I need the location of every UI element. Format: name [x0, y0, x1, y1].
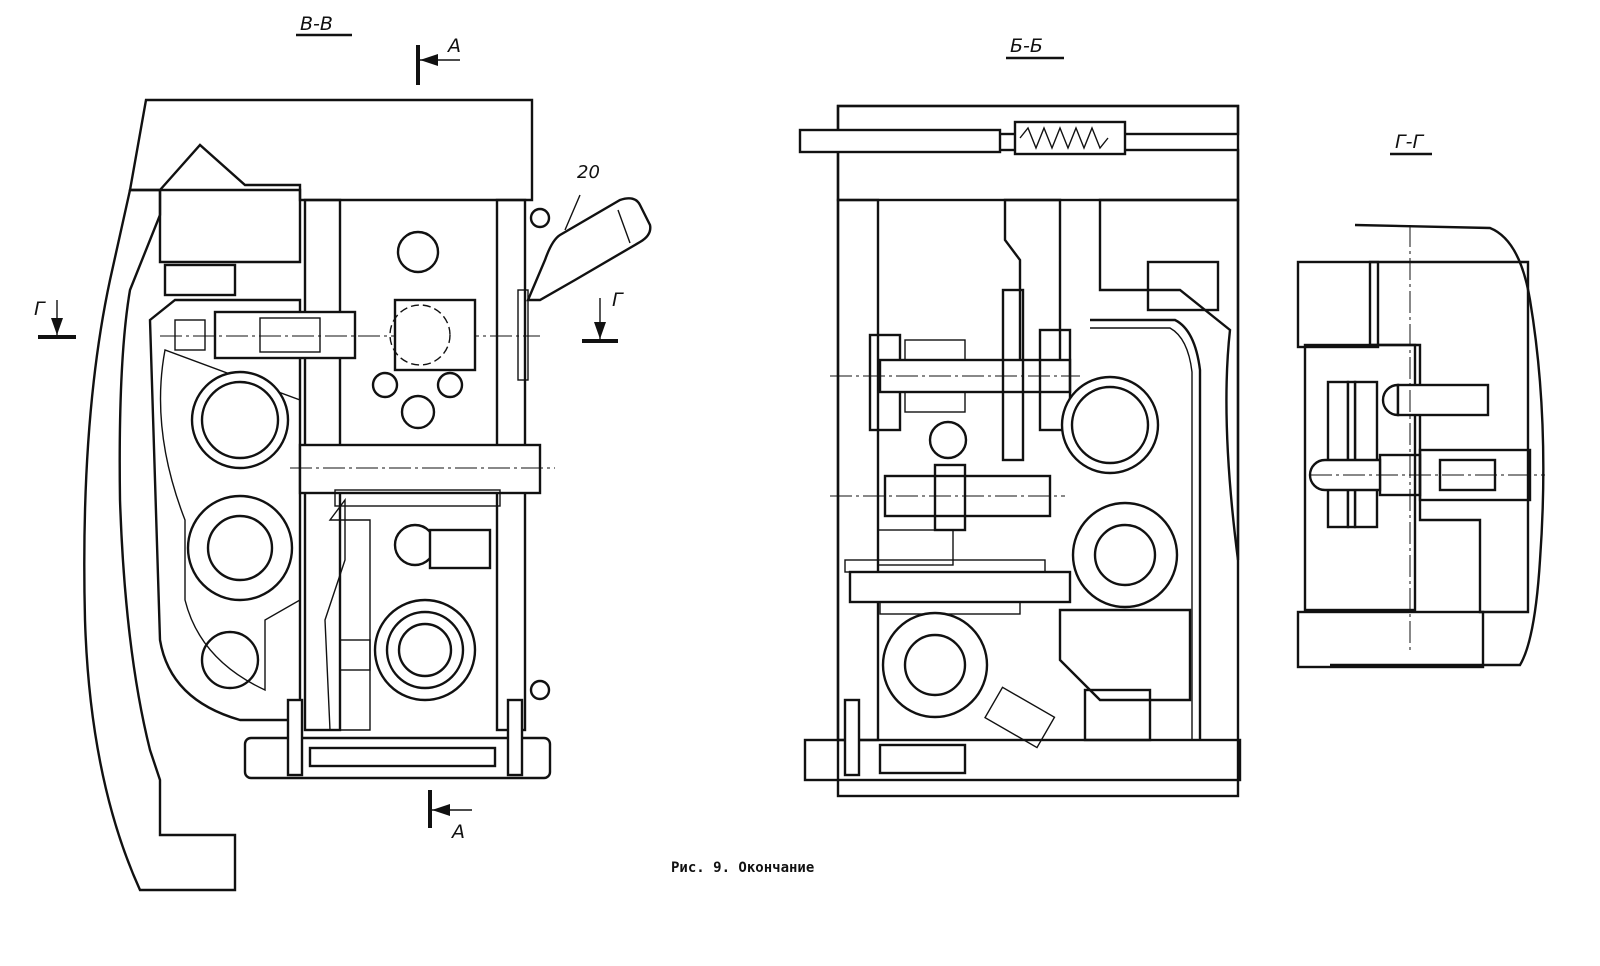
cross-bolt [298, 443, 542, 495]
pivot-pin [396, 230, 440, 274]
table-outline [128, 98, 534, 202]
left-block-bottom [1296, 610, 1485, 669]
screw-head [529, 207, 551, 229]
small-bearing [928, 420, 968, 460]
callout-leader [564, 194, 581, 231]
arrow-head [594, 322, 606, 339]
arrow-head [51, 318, 63, 335]
base-bolt-left [286, 698, 304, 777]
handle-knob-line [617, 209, 631, 244]
lower-gear-shaft [903, 633, 967, 697]
screw-sleeve [259, 317, 321, 353]
shaft-3 [200, 630, 260, 690]
ball-joint [389, 304, 451, 366]
base-bolt-right [506, 698, 524, 777]
cam-plate [324, 497, 371, 731]
lower-gear-ring [881, 611, 989, 719]
view-title-v-v: В-В [300, 13, 333, 35]
bracket [1368, 260, 1530, 614]
outer-contour [1330, 223, 1545, 667]
left-block-top [1296, 260, 1380, 349]
small-key [339, 639, 371, 671]
arrow-head [432, 804, 450, 816]
base-recess [308, 746, 497, 768]
spring [1019, 126, 1109, 150]
cover-frame [1303, 343, 1417, 612]
stop-block [1083, 688, 1152, 742]
base-plate [243, 736, 552, 780]
shaft-1 [200, 380, 280, 460]
callout-20: 20 [577, 162, 600, 183]
friction-pad [517, 289, 529, 381]
bevel-gear [1001, 288, 1025, 462]
bearing-ring-2 [186, 494, 294, 602]
view-g-g: Г-Г [1296, 131, 1545, 669]
bearing-ring-1 [190, 370, 290, 470]
right-gear-1-ring [1060, 375, 1160, 475]
housing-wall-left [83, 188, 237, 892]
lower-housing [1058, 608, 1192, 702]
screw-head [529, 679, 551, 701]
clamp-plate-left [1326, 380, 1350, 529]
bolt-plate [334, 489, 501, 507]
base-bolt [843, 698, 861, 777]
dovetail-guide [158, 143, 302, 264]
worm-shaft [397, 622, 453, 678]
arrow-head [420, 54, 438, 66]
view-b-b: Б-Б [798, 35, 1242, 798]
view-v-v: В-В [34, 13, 652, 892]
right-gear-2-ring [1071, 501, 1179, 609]
figure-caption: Рис. 9. Окончание [671, 860, 814, 876]
housing-left-wall [836, 198, 880, 742]
detent-plunger [428, 528, 492, 570]
shaft-2 [206, 514, 274, 582]
bolt-row-bottom [879, 601, 1021, 615]
label-g-right: Г [612, 289, 624, 311]
bolt-head-top [1381, 383, 1400, 417]
gib-strip [163, 263, 237, 297]
handle[interactable] [526, 197, 652, 302]
lever-arm [159, 349, 301, 692]
clamp-pin [1346, 380, 1357, 529]
screw-nut [174, 319, 206, 351]
gear-hub-top [904, 339, 966, 361]
label-a-top: А [446, 35, 461, 57]
clamp-plate-right [1353, 380, 1379, 529]
housing-right-block [1098, 198, 1240, 561]
joint-housing [393, 298, 477, 372]
right-gear-1-shaft [1070, 385, 1150, 465]
lower-pin [400, 394, 436, 430]
base-recess [878, 743, 967, 775]
bolt-hole-1 [371, 371, 399, 399]
pinion-housing [877, 529, 954, 566]
gear-hub-bottom [904, 391, 966, 413]
label-g-left: Г [34, 298, 46, 320]
view-title-g-g: Г-Г [1395, 131, 1424, 153]
housing-top-wall [836, 148, 1240, 202]
bolt-row-shaft [848, 570, 1072, 604]
top-rod [798, 128, 1002, 154]
bolt-top [1396, 383, 1490, 417]
bearing-right [1038, 328, 1072, 432]
screw-body [213, 310, 357, 360]
spring-cavity [1013, 120, 1127, 156]
oil-pipe [1090, 318, 1202, 740]
oil-pipe-inner [1090, 327, 1193, 740]
view-title-b-b: Б-Б [1010, 35, 1043, 57]
bolt-row-top [844, 559, 1046, 573]
right-gear-2-shaft [1093, 523, 1157, 587]
bolt-hole-2 [436, 371, 464, 399]
worm-bearing-outer [373, 598, 477, 702]
worm-bearing-inner [385, 610, 465, 690]
clamp-block [1146, 260, 1220, 312]
label-a-bottom: А [450, 821, 465, 843]
ratchet-spring [984, 686, 1056, 749]
base-plate [803, 738, 1242, 782]
